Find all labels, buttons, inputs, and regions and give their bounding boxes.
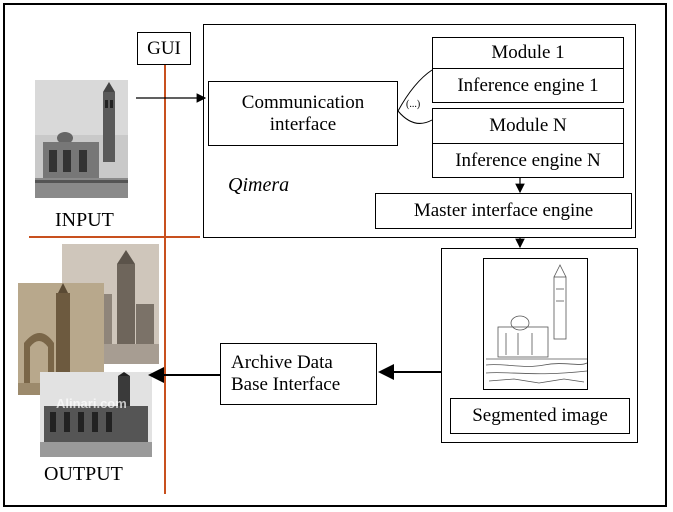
gui-divider-line [29,236,200,238]
communication-interface-box: Communication interface [208,81,398,146]
watermark-text: Alinari.com [56,396,127,411]
archive-interface-box: Archive Data Base Interface [220,343,377,405]
module-1-box: Module 1 [432,37,624,69]
inference-engine-1-label: Inference engine 1 [457,74,599,96]
input-photo [35,80,128,198]
master-interface-engine-box: Master interface engine [375,193,632,229]
gui-vertical-line [164,64,166,494]
input-label: INPUT [55,209,114,231]
inference-engine-n-box: Inference engine N [432,143,624,178]
inference-engine-n-label: Inference engine N [455,149,601,171]
gui-label-box: GUI [137,32,191,65]
segmented-sketch [483,258,588,390]
module-n-label: Module N [489,115,567,137]
fanout-connector [397,69,433,124]
module-1-label: Module 1 [491,42,565,64]
archive-interface-label: Archive Data Base Interface [231,352,341,395]
inference-engine-1-box: Inference engine 1 [432,68,624,103]
output-photo-cathedral: Alinari.com [40,372,152,457]
master-interface-engine-label: Master interface engine [413,200,594,222]
ellipsis-label: (...) [406,99,421,110]
output-label: OUTPUT [44,463,123,485]
gui-label: GUI [147,37,181,59]
communication-interface-label: Communication interface [241,91,365,135]
segmented-image-label-box: Segmented image [450,398,630,434]
diagram-frame [3,3,667,507]
segmented-image-label: Segmented image [472,405,608,427]
qimera-label: Qimera [228,174,290,196]
